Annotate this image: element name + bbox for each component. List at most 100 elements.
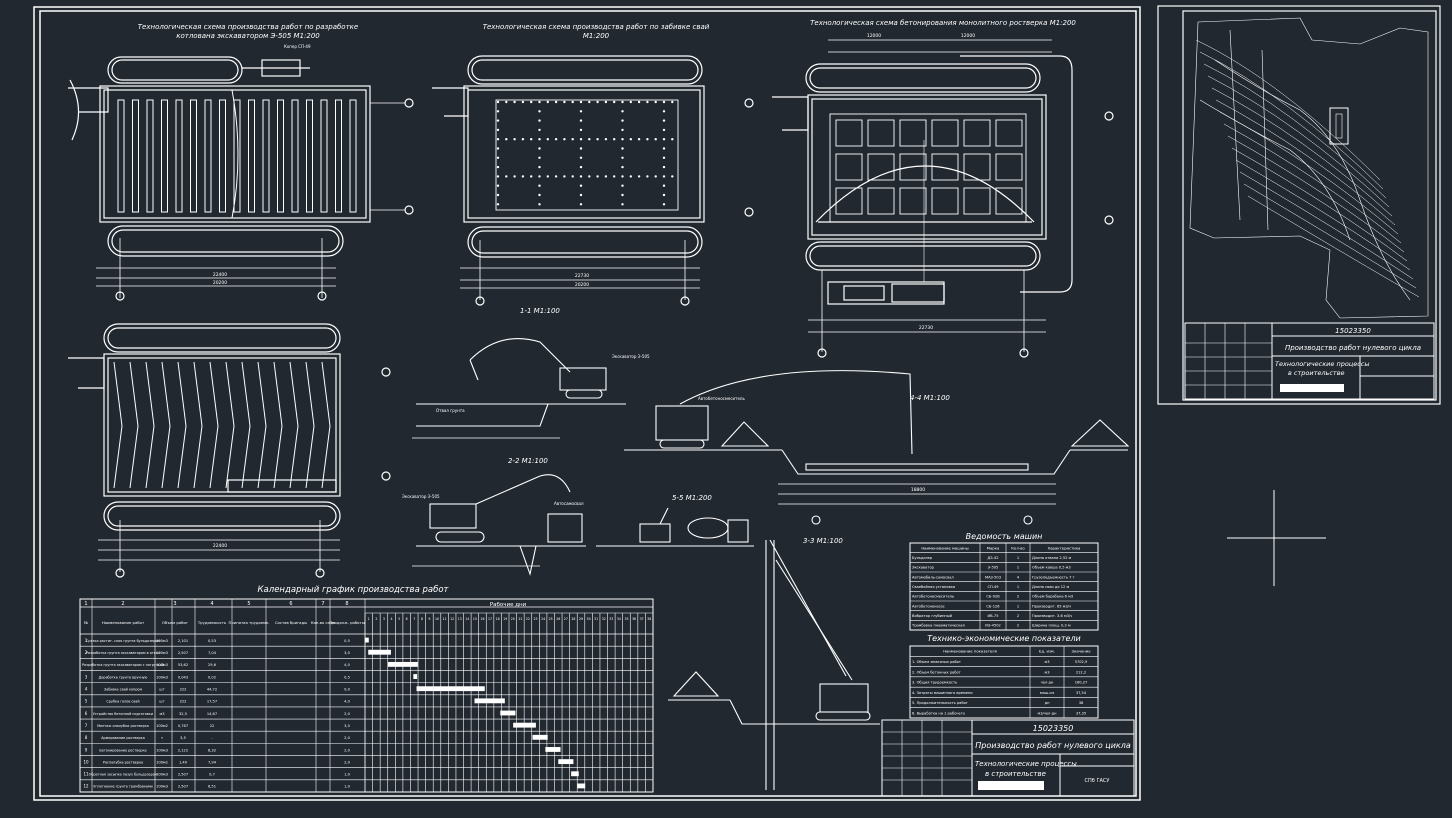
calendar-col-number: 3 — [173, 601, 176, 607]
calendar-row-duration: 4,0 — [344, 700, 350, 704]
pile-mark — [538, 184, 541, 187]
pile-mark — [546, 175, 549, 178]
machines-cell: МАЗ-503 — [985, 575, 1001, 579]
pile-mark — [496, 193, 500, 197]
excavation-strip — [117, 99, 125, 213]
calendar-row-duration: 4,0 — [344, 663, 350, 667]
mini-sheet-outer — [1157, 5, 1441, 405]
calendar-day-number: 23 — [533, 617, 537, 621]
calendar-day-number: 19 — [503, 617, 507, 621]
calendar-day-number: 36 — [632, 617, 636, 621]
backfill-diagonal — [193, 361, 203, 489]
pile-mark — [546, 138, 549, 141]
calendar-bar — [474, 698, 505, 704]
ristwerk-cell — [963, 119, 991, 147]
calendar-row-labor: 14,67 — [207, 712, 217, 716]
pile-mark — [521, 138, 525, 141]
machines-cell: Э-505 — [988, 566, 999, 570]
calendar-row-name: Устройство бетонной подготовки — [93, 712, 153, 716]
pile-mark — [554, 175, 558, 178]
calendar-row-unit: 100м3 — [156, 651, 168, 655]
pile-mark — [637, 138, 641, 141]
pile-mark — [654, 100, 657, 104]
calendar-row-name: Разработка грунта экскаватором в отвал — [86, 651, 160, 655]
calendar-row-number: 10 — [83, 759, 89, 764]
pile-mark — [563, 100, 566, 104]
calendar-row-unit: шт — [159, 688, 164, 692]
tep-header: Ед. изм. — [1039, 649, 1055, 654]
plan-backfill — [68, 323, 391, 578]
calendar-row-duration: 1,0 — [344, 785, 350, 789]
calendar-row-duration: 2,0 — [344, 760, 350, 764]
machines-grid — [910, 543, 1098, 630]
calendar-row-name: Распалубка ростверка — [103, 760, 143, 764]
excavation-strip — [190, 99, 197, 213]
pile-mark — [496, 203, 500, 206]
calendar-row-duration: 3,0 — [344, 724, 350, 728]
pile-mark — [496, 147, 500, 150]
mini-contour — [1223, 123, 1402, 244]
calendar-row-labor: 22 — [210, 724, 215, 728]
pile-mark — [538, 110, 541, 113]
title-machines: Ведомость машин — [966, 532, 1043, 541]
calendar-row-unit: 100м3 — [156, 748, 168, 752]
calendar-row-quantity: 2,122 — [178, 748, 188, 752]
tep-grid — [910, 646, 1098, 718]
calendar-day-number: 12 — [450, 617, 454, 621]
pile-mark — [588, 100, 591, 104]
title-calendar: Календарный график производства работ — [258, 585, 450, 595]
machines-cell: Длина отвала 2,52 м — [1032, 556, 1072, 560]
ristwerk-cell — [899, 153, 927, 181]
machines-cell: Сваебойная установка — [912, 585, 955, 589]
tep-cell: 5702,9 — [1075, 660, 1088, 664]
dim-exc-inner: 20200 — [213, 280, 227, 286]
calendar-header-cell: Кол-во смен — [311, 620, 336, 625]
calendar-row-name: Срезка растит. слоя грунта бульдозером — [86, 639, 160, 643]
calendar-bar — [368, 649, 391, 655]
label-dump: Автосамосвал — [554, 501, 584, 506]
dim-section-4-total: 18800 — [911, 487, 925, 493]
pile-mark — [496, 184, 500, 187]
pile-mark — [621, 138, 624, 141]
tep-cell: 1. Объем земляных работ — [912, 660, 961, 664]
pile-mark — [621, 165, 624, 169]
pile-mark — [637, 175, 641, 178]
machines-header: Наименование машины — [921, 545, 968, 550]
pile-mark — [571, 138, 574, 141]
machines-cell: ИЭ-4502 — [985, 624, 1001, 628]
calendar-bar — [577, 783, 586, 789]
pile-mark — [513, 138, 516, 141]
pile-mark — [596, 138, 599, 141]
title-concreting: Технологическая схема бетонирования моно… — [810, 19, 1076, 27]
tep-cell: 38 — [1079, 701, 1084, 705]
calendar-day-number: 6 — [406, 617, 408, 621]
pile-mark — [521, 175, 525, 178]
mini-stamp-subject-1: Технологические процессы — [1275, 360, 1370, 368]
calendar-row-duration: 0,5 — [344, 675, 350, 679]
calendar-row-labor: - — [211, 736, 213, 740]
calendar-day-number: 35 — [624, 617, 628, 621]
calendar-bar — [532, 734, 548, 740]
calendar-col-number: 7 — [321, 601, 324, 607]
pile-mark — [671, 138, 674, 141]
label-mixer: Автобетоносмеситель — [698, 396, 745, 401]
pile-mark — [579, 110, 583, 113]
pile-mark — [621, 175, 624, 178]
mini-contour — [1239, 171, 1414, 280]
machines-cell: Производит. 3-6 м3/ч — [1032, 614, 1072, 618]
machines-cell: Грузоподъемность 7 т — [1032, 575, 1075, 579]
pile-mark — [579, 147, 583, 150]
machines-cell: ИВ-75 — [987, 614, 998, 618]
calendar-bar — [387, 661, 418, 667]
mini-stamp-code: 15023350 — [1335, 327, 1371, 335]
excavation-strip — [161, 99, 168, 213]
calendar-header-cell: № — [84, 620, 88, 625]
pile-mark — [579, 175, 583, 178]
pile-mark — [646, 138, 649, 141]
calendar-row-unit: 100м3 — [156, 663, 168, 667]
calendar-bar — [513, 722, 536, 728]
calendar-bars — [365, 637, 586, 789]
dim-exc-total: 22400 — [213, 272, 227, 278]
calendar-row-unit: 100м3 — [156, 785, 168, 789]
section-2-2: 2-2 М1:100 — [508, 457, 548, 465]
